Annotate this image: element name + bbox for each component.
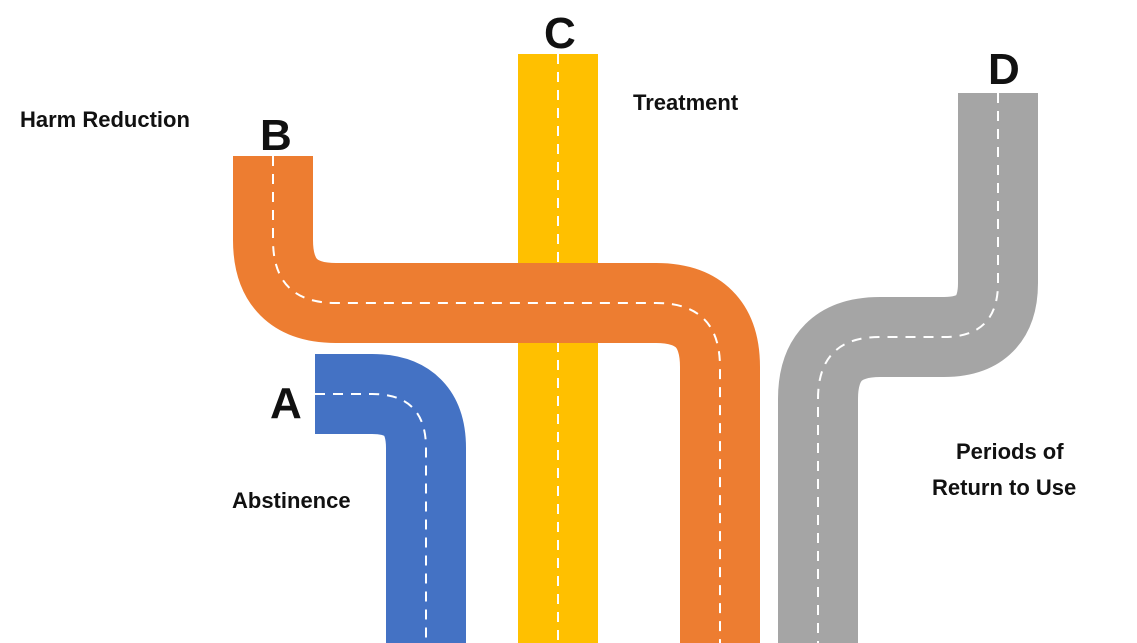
letter-a: A	[270, 379, 302, 428]
road-a-body	[315, 354, 466, 643]
letter-b: B	[260, 111, 292, 160]
label-return-to-use-line-2: Return to Use	[932, 475, 1076, 500]
road-b-harm-reduction	[233, 156, 760, 643]
label-abstinence: Abstinence	[232, 488, 351, 513]
road-b-center-line	[272, 156, 721, 643]
road-d-return-to-use	[778, 93, 1038, 643]
letter-d: D	[988, 45, 1020, 94]
label-return-to-use-line-1: Periods of	[956, 439, 1064, 464]
label-treatment: Treatment	[633, 90, 739, 115]
road-a-abstinence	[315, 354, 466, 643]
road-d-center-line	[817, 93, 999, 643]
label-harm-reduction: Harm Reduction	[20, 107, 190, 132]
road-d-body	[778, 93, 1038, 643]
road-a-center-line	[315, 393, 427, 643]
letter-c: C	[544, 9, 576, 58]
